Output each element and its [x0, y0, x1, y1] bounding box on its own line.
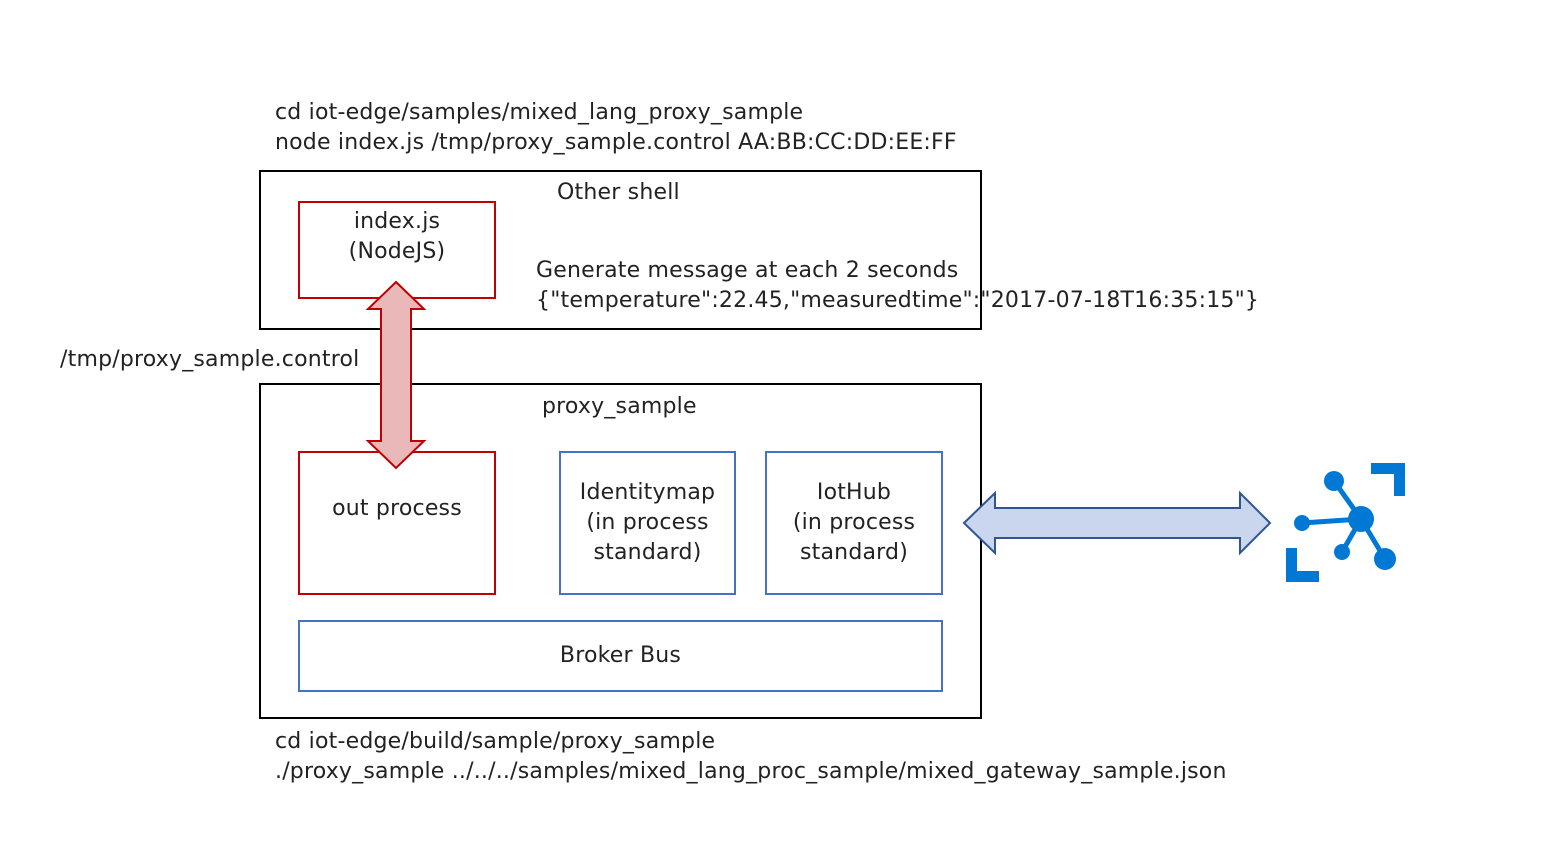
- top-command-cd: cd iot-edge/samples/mixed_lang_proxy_sam…: [275, 100, 804, 125]
- identitymap-label: Identitymap: [579, 480, 716, 505]
- proxy-sample-box: [259, 383, 982, 719]
- iothub-module-box: IotHub (in process standard): [765, 451, 943, 595]
- message-sample: {"temperature":22.45,"measuredtime":"201…: [536, 288, 1260, 313]
- other-shell-title: Other shell: [557, 180, 680, 205]
- indexjs-runtime: (NodeJS): [348, 239, 446, 264]
- iot-hub-icon: [1286, 463, 1405, 582]
- identitymap-box: Identitymap (in process standard): [559, 451, 736, 595]
- bottom-command-cd: cd iot-edge/build/sample/proxy_sample: [275, 729, 716, 754]
- indexjs-label: index.js: [353, 209, 441, 234]
- cloud-connection-arrow: [962, 490, 1272, 556]
- iothub-module-detail-1: (in process: [792, 510, 916, 535]
- broker-bus-box: Broker Bus: [298, 620, 943, 692]
- out-process-label: out process: [332, 496, 462, 521]
- identitymap-detail-2: standard): [593, 540, 702, 565]
- iothub-module-label: IotHub: [816, 480, 892, 505]
- top-command-node: node index.js /tmp/proxy_sample.control …: [275, 130, 957, 155]
- control-pipe-arrow: [365, 280, 427, 470]
- proxy-sample-title: proxy_sample: [542, 394, 697, 419]
- identitymap-detail-1: (in process: [586, 510, 709, 535]
- control-path-label: /tmp/proxy_sample.control: [60, 347, 360, 372]
- message-description: Generate message at each 2 seconds: [536, 258, 959, 283]
- broker-bus-label: Broker Bus: [559, 643, 682, 668]
- other-shell-box: [259, 170, 982, 330]
- bottom-command-run: ./proxy_sample ../../../samples/mixed_la…: [275, 759, 1227, 784]
- iothub-module-detail-2: standard): [800, 540, 908, 565]
